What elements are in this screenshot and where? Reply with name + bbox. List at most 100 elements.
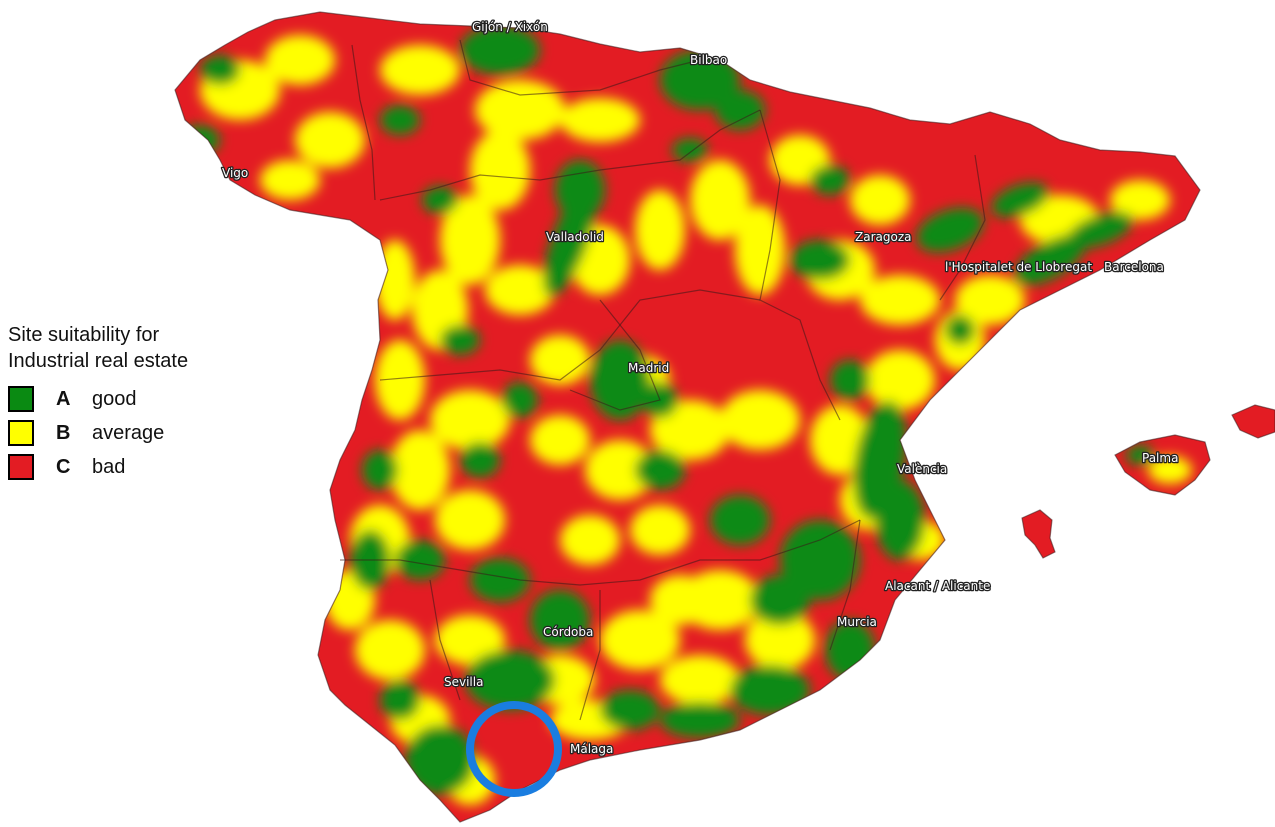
- zone-average: [660, 655, 740, 705]
- zone-good: [810, 165, 850, 195]
- zone-good: [991, 182, 1049, 218]
- legend-grade-label: good: [92, 387, 137, 410]
- zone-good: [780, 520, 860, 600]
- zone-average: [635, 190, 685, 270]
- zone-average: [530, 335, 590, 385]
- zone-average: [600, 610, 680, 670]
- zone-good: [362, 450, 398, 490]
- zone-good: [590, 340, 650, 420]
- zone-average: [560, 98, 640, 142]
- legend-grade: A: [56, 387, 71, 410]
- zone-good: [543, 183, 597, 297]
- zone-average: [430, 390, 510, 450]
- legend-item-c: C bad: [8, 452, 268, 482]
- zone-good: [422, 186, 458, 214]
- zone-average: [435, 615, 505, 665]
- zone-average: [865, 350, 935, 410]
- legend-swatch-yellow: [8, 420, 34, 446]
- city-label-madrid: Madrid: [628, 361, 669, 375]
- zone-average: [735, 205, 785, 295]
- city-label-zaragoza: Zaragoza: [855, 230, 911, 244]
- city-label-valencia: València: [897, 462, 947, 476]
- zone-average: [475, 80, 565, 140]
- zone-average: [295, 112, 365, 168]
- zone-average: [530, 415, 590, 465]
- zone-good: [600, 690, 660, 730]
- city-label-malaga: Málaga: [570, 742, 613, 756]
- zone-average: [720, 390, 800, 450]
- zone-good: [530, 590, 590, 650]
- zone-average: [650, 575, 710, 625]
- zone-good: [460, 25, 540, 75]
- zone-good: [660, 702, 740, 738]
- zone-good: [672, 138, 708, 162]
- zone-average: [630, 505, 690, 555]
- zone-good: [715, 90, 765, 130]
- zone-average: [650, 400, 730, 460]
- legend-title-line2: Industrial real estate: [8, 350, 189, 372]
- city-label-sevilla: Sevilla: [444, 675, 483, 689]
- city-label-vigo: Vigo: [222, 166, 248, 180]
- city-label-bilbao: Bilbao: [690, 53, 727, 67]
- city-label-alicante: Alacant / Alicante: [885, 579, 990, 593]
- zone-average: [265, 35, 335, 85]
- region-borders: [174, 11, 1275, 823]
- zone-average: [435, 490, 505, 550]
- highlight-circle: [466, 701, 562, 797]
- zone-average: [470, 130, 530, 210]
- zone-good: [460, 442, 500, 478]
- zone-average: [810, 405, 870, 475]
- city-label-palma: Palma: [1142, 451, 1178, 465]
- zone-average: [1148, 456, 1192, 484]
- zone-good: [1014, 234, 1086, 286]
- zone-good: [380, 680, 420, 720]
- zone-average: [355, 620, 425, 680]
- city-label-barcelona: Barcelona: [1104, 260, 1164, 274]
- zone-average: [380, 45, 460, 95]
- zone-good: [635, 450, 685, 490]
- zone-average: [375, 240, 415, 320]
- zone-good: [405, 725, 475, 795]
- zone-average: [585, 440, 655, 500]
- city-label-hospitalet: l'Hospitalet de Llobregat: [945, 260, 1092, 274]
- city-label-cordoba: Córdoba: [543, 625, 593, 639]
- legend: Site suitability for Industrial real est…: [8, 322, 268, 486]
- zone-good: [875, 480, 925, 560]
- city-label-murcia: Murcia: [837, 615, 877, 629]
- zone-average: [1110, 180, 1170, 220]
- zone-good: [1066, 211, 1134, 249]
- zone-good: [825, 620, 875, 680]
- zone-good: [916, 207, 984, 253]
- zone-good: [440, 325, 480, 355]
- zone-good: [395, 540, 445, 580]
- legend-grade-label: bad: [92, 455, 126, 478]
- zone-good: [830, 360, 870, 400]
- zone-average: [375, 340, 425, 420]
- zone-average: [260, 160, 320, 200]
- zone-good: [945, 315, 975, 345]
- zone-good: [470, 558, 530, 602]
- zone-average: [860, 275, 940, 325]
- zone-average: [745, 610, 815, 670]
- city-label-valladolid: Valladolid: [546, 230, 604, 244]
- zone-good: [730, 665, 810, 715]
- legend-grade: C: [56, 455, 71, 478]
- zone-average: [955, 275, 1025, 325]
- legend-item-a: A good: [8, 384, 268, 414]
- zone-average: [440, 195, 500, 285]
- legend-grade-label: average: [92, 421, 165, 444]
- legend-grade: B: [56, 421, 71, 444]
- zone-good: [750, 575, 810, 625]
- zone-good: [465, 650, 555, 710]
- legend-swatch-red: [8, 454, 34, 480]
- zone-good: [1126, 445, 1154, 465]
- zone-average: [690, 160, 750, 240]
- zone-good: [790, 240, 850, 280]
- zone-good: [502, 382, 538, 418]
- zone-average: [850, 175, 910, 225]
- zone-good: [200, 55, 240, 85]
- legend-title-line1: Site suitability for: [8, 324, 160, 346]
- zone-average: [485, 265, 555, 315]
- zone-good: [710, 495, 770, 545]
